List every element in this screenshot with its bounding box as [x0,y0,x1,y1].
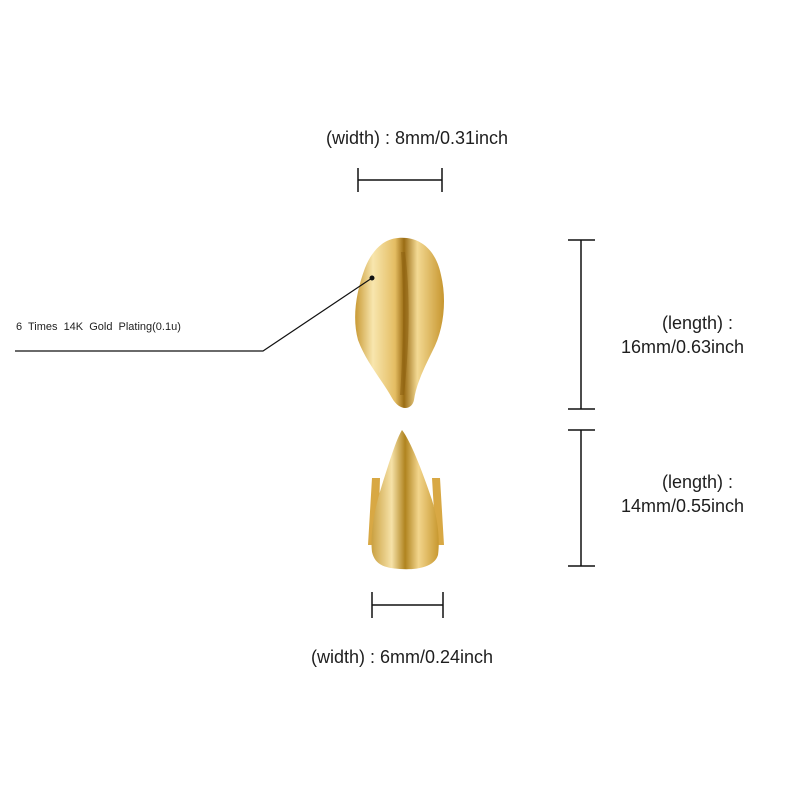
top-width-dimension-line [357,168,443,192]
top-width-label: (width) : 8mm/0.31inch [326,128,509,148]
upper-length-dimension-line [568,239,595,410]
bottom-width-label: (width) : 6mm/0.24inch [311,647,494,667]
plating-note: 6 Times 14K Gold Plating(0.1u) [16,321,181,333]
upper-fang-groove [400,252,409,395]
upper-length-label: (length) : [662,313,734,333]
upper-length-value: 16mm/0.63inch [621,337,745,357]
upper-gold-fang-image [355,237,444,408]
lower-length-label: (length) : [662,472,734,492]
lower-gold-fang-image [371,430,439,570]
bottom-width-dimension-line [371,592,444,618]
lower-length-value: 14mm/0.55inch [621,496,745,516]
leader-dot [369,275,375,281]
lower-length-dimension-line [568,429,595,567]
plating-leader-line [15,277,373,352]
